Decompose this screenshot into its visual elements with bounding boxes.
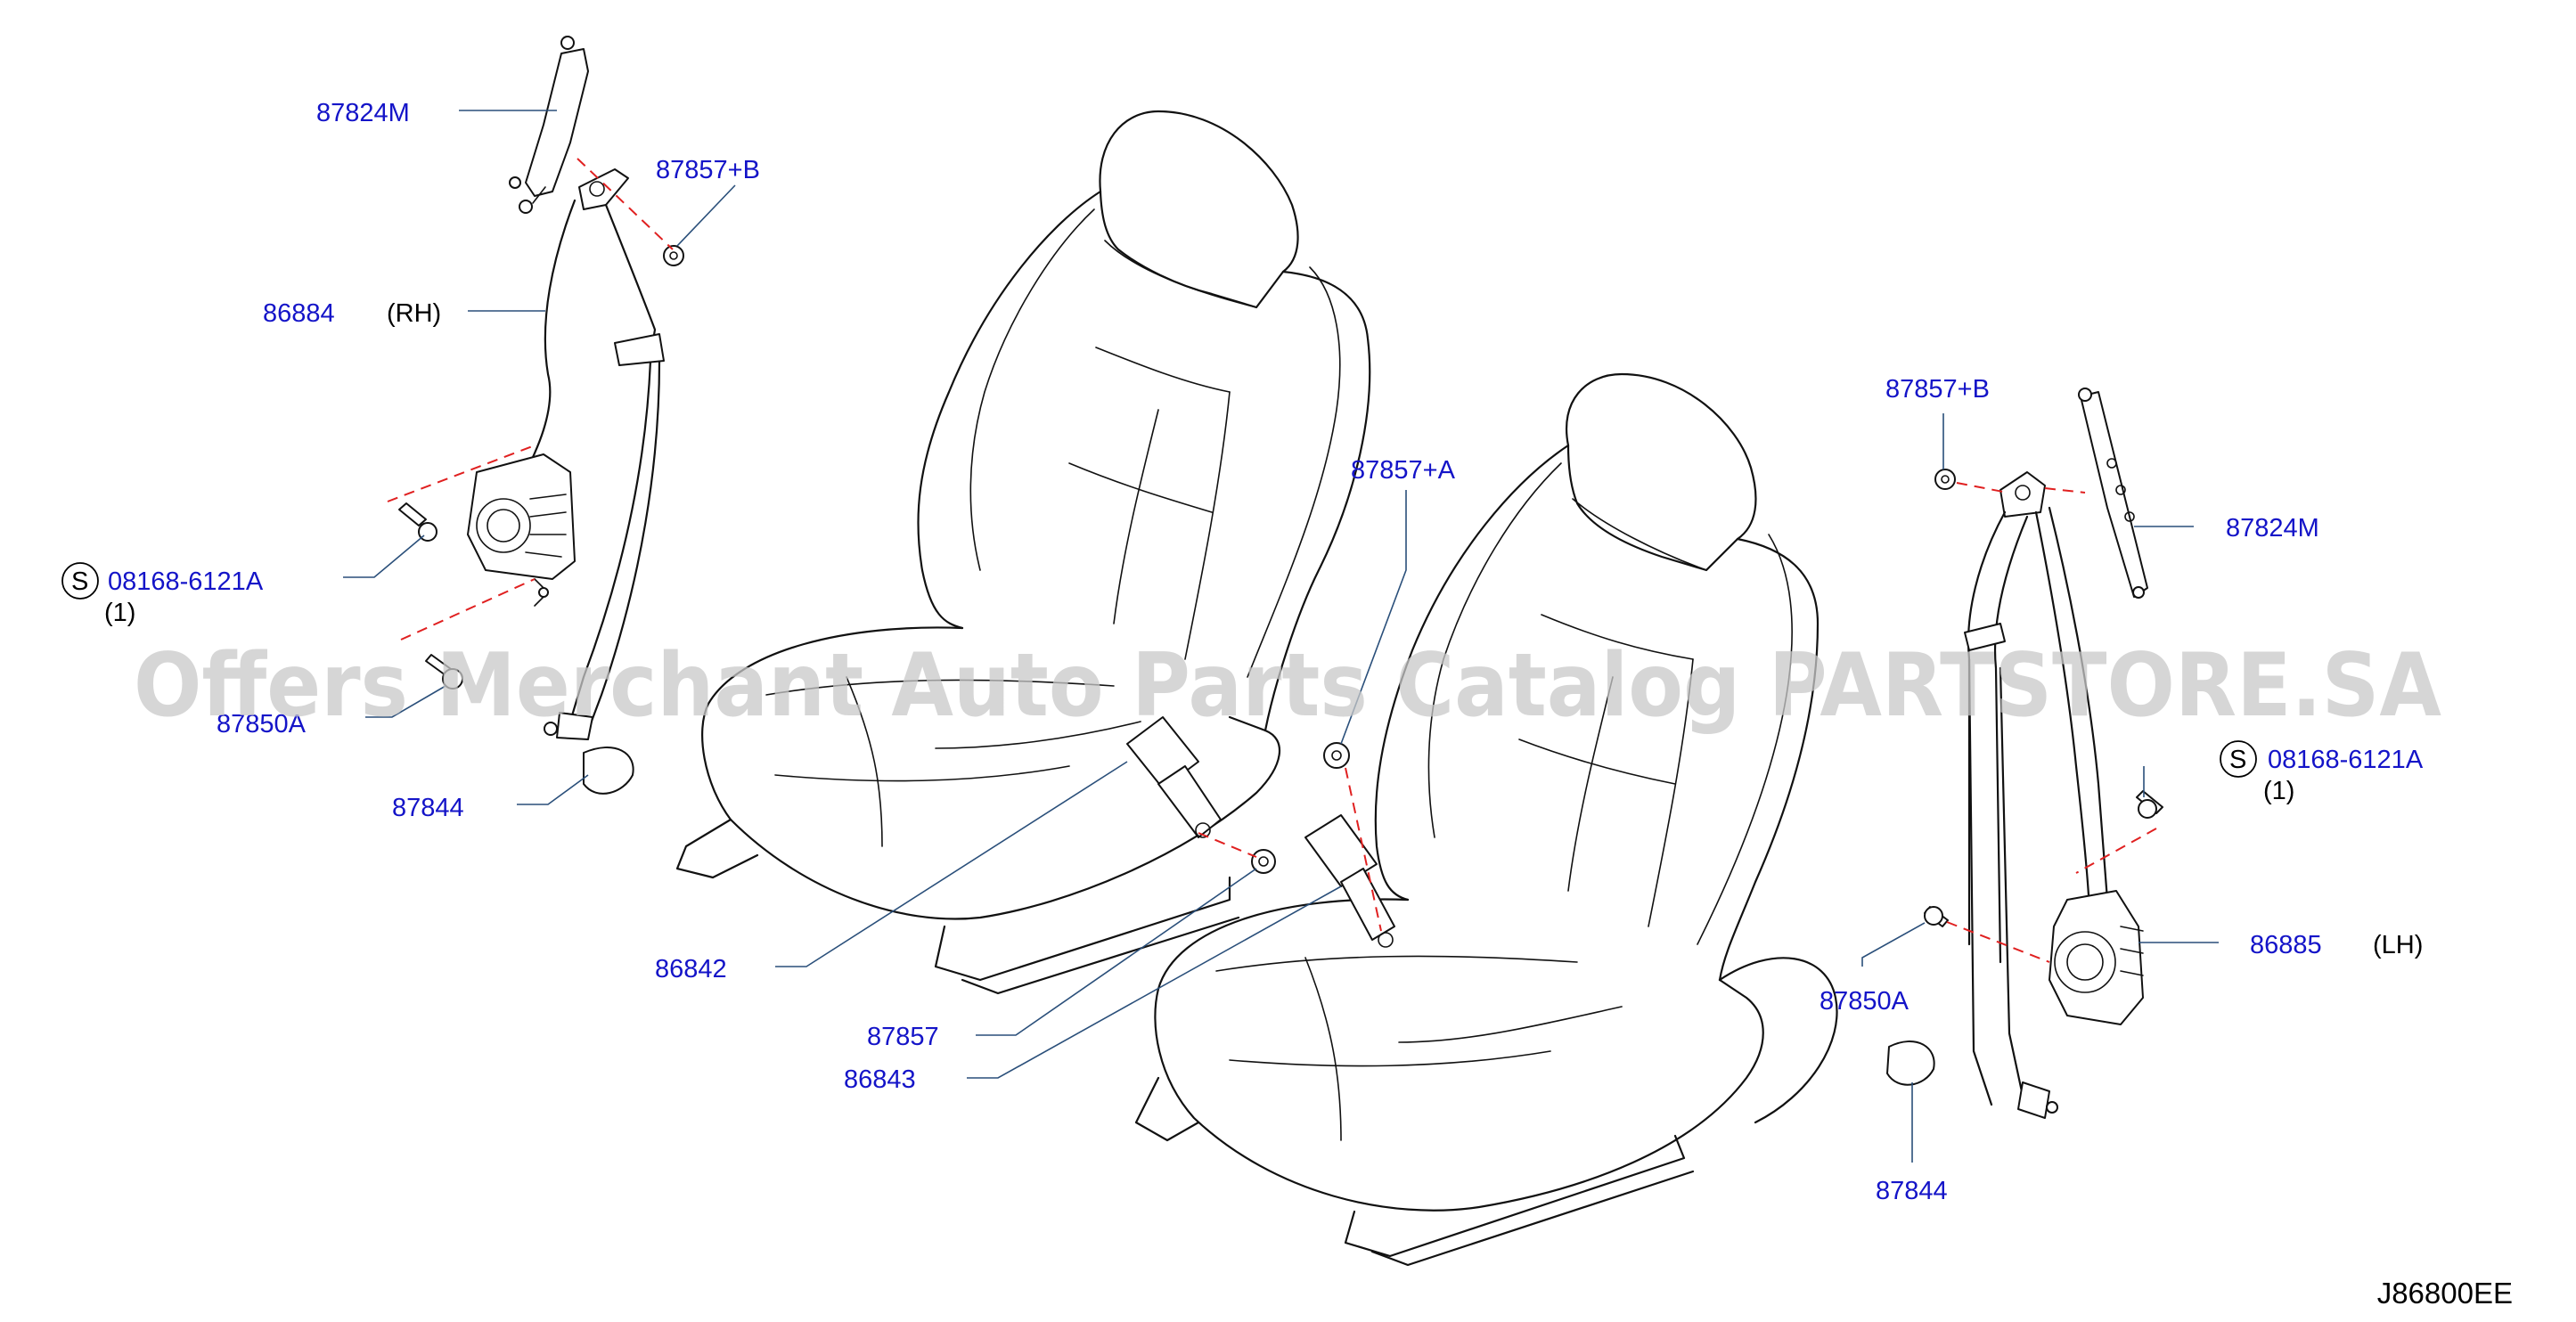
lh-seat-belt-drawing [1886,388,2163,1119]
rh-seat-belt-drawing [398,36,684,795]
label-08168-6121a-rh[interactable]: 08168-6121A [108,567,264,596]
label-87857b-rh[interactable]: 87857+B [656,156,760,184]
right-seat-drawing [1134,372,1838,1267]
diagram-code: J86800EE [2377,1277,2513,1310]
label-87844-lh[interactable]: 87844 [1876,1177,1948,1205]
label-87857[interactable]: 87857 [867,1023,939,1051]
dashed-connectors [387,158,2157,963]
label-86885[interactable]: 86885 [2250,931,2322,959]
symbol-s-circle-lh [2220,740,2257,778]
symbol-s-circle-rh [61,562,99,600]
label-lh-side: (LH) [2373,931,2423,959]
label-86842[interactable]: 86842 [655,955,727,983]
label-qty-rh: (1) [104,599,135,627]
label-87857a[interactable]: 87857+A [1351,456,1456,485]
label-87824m-lh[interactable]: 87824M [2226,514,2319,543]
label-87850a-lh[interactable]: 87850A [1820,987,1910,1016]
label-86884[interactable]: 86884 [263,299,335,328]
label-86843[interactable]: 86843 [844,1065,916,1094]
leader-lines [343,110,2219,1163]
watermark-text: Offers Merchant Auto Parts Catalog PARTS… [134,635,2441,737]
label-87850a-rh[interactable]: 87850A [217,710,307,739]
label-rh-side: (RH) [387,299,441,328]
buckle-drawings [1126,716,1395,948]
label-qty-lh: (1) [2263,777,2294,805]
symbol-s-lh-letter: S [2229,746,2246,774]
label-87824m-rh[interactable]: 87824M [316,99,410,127]
label-08168-6121a-lh[interactable]: 08168-6121A [2268,746,2424,774]
left-seat-drawing [675,110,1371,995]
label-87857b-lh[interactable]: 87857+B [1885,375,1990,404]
label-87844-rh[interactable]: 87844 [392,794,464,822]
symbol-s-rh-letter: S [71,567,88,596]
